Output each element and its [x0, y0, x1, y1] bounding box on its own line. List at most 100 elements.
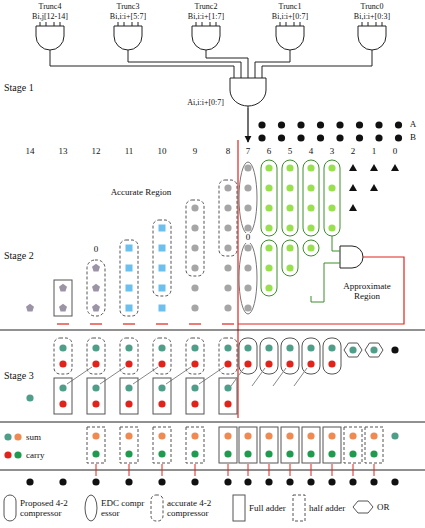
carry-dot [158, 450, 165, 457]
column-number: 10 [158, 147, 167, 157]
gate-input [376, 22, 377, 26]
wire [332, 236, 340, 251]
legend-sample [150, 494, 164, 522]
accurate-compressor-outline [54, 338, 72, 374]
operand-bit [317, 121, 324, 128]
and-gate: Trunc4Bi,j[12-14] [14, 2, 86, 52]
sum-dot [286, 344, 293, 351]
gate-body [230, 78, 266, 106]
bit-dot [265, 284, 272, 291]
sum-dot [244, 432, 251, 439]
carry-link [67, 367, 92, 384]
legend-label: accurate 4-2 compressor [167, 498, 229, 518]
compressor-outline [260, 338, 278, 374]
bit-square [159, 305, 166, 312]
result-bit [158, 478, 165, 485]
bit-dot [307, 184, 314, 191]
compressor-outline [281, 338, 299, 374]
gate-input [138, 22, 139, 26]
bit-square [159, 225, 166, 232]
operand-bit [278, 121, 285, 128]
bit-dot [328, 184, 335, 191]
and-gate-symbol [272, 22, 308, 52]
gate-input [46, 22, 47, 26]
carry-link [123, 323, 135, 324]
sum-dot [26, 394, 33, 401]
bit-dot [307, 164, 314, 171]
carry-link [290, 464, 291, 476]
operand-bit [336, 134, 343, 141]
gate-input [60, 22, 61, 26]
carry-link [252, 368, 265, 386]
gate-input [382, 22, 383, 26]
carry-link [90, 323, 102, 324]
compressor-outline [4, 495, 16, 521]
legend-label: Proposed 4-2 compressor [20, 498, 80, 518]
result-bit [26, 478, 33, 485]
legend-label: EDC compr essor [101, 498, 147, 518]
carry-link [195, 464, 196, 476]
carry-link [162, 464, 163, 476]
sum-dot [244, 344, 251, 351]
bit-dot [265, 204, 272, 211]
gate-body [192, 26, 220, 50]
accurate-compressor-outline [219, 180, 237, 256]
gate-body [36, 26, 64, 50]
carry-dot [191, 450, 198, 457]
gate-output [128, 50, 129, 52]
bit-dot [191, 224, 198, 231]
edc-compressor-outline [239, 242, 257, 314]
carry-dot [328, 360, 335, 367]
accurate-compressor-outline [153, 220, 171, 296]
accurate-compressor-outline [186, 200, 204, 276]
result-bit [244, 478, 251, 485]
sum-dot [4, 433, 11, 440]
legend-sample [3, 449, 23, 461]
sum-dot [307, 344, 314, 351]
carry-dot [191, 400, 198, 407]
carry-link [273, 368, 286, 386]
carry-dot [92, 400, 99, 407]
bit-dot [286, 184, 293, 191]
legend-sample [352, 500, 374, 514]
operand-bit [375, 134, 382, 141]
gate-input [255, 74, 256, 78]
bit-dot [191, 304, 198, 311]
gate-output [206, 50, 207, 52]
carry-link [156, 323, 168, 324]
bit-dot [191, 264, 198, 271]
carry-dot [224, 360, 231, 367]
sum-dot [158, 432, 165, 439]
wire [311, 263, 340, 302]
carry-dot [307, 360, 314, 367]
carry-link [100, 367, 125, 384]
bit-triangle [349, 164, 357, 171]
compressor-outline [282, 240, 298, 276]
bit-dot [244, 164, 251, 171]
bit-pentagon [92, 264, 100, 272]
result-bit [286, 478, 293, 485]
legend-sample [3, 494, 17, 522]
column-number: 13 [59, 147, 68, 157]
signal-name: Trunc3 [117, 2, 140, 12]
compressor-outline [282, 160, 298, 236]
bit-dot [286, 244, 293, 251]
legend-label: half adder [309, 503, 349, 513]
full-adder-outline [239, 427, 257, 463]
carry-dot [14, 451, 21, 458]
compressor-outline [303, 240, 319, 256]
gate-output [50, 50, 51, 52]
carry-dot [244, 360, 251, 367]
sum-dot [370, 432, 377, 439]
carry-dot [125, 360, 132, 367]
sum-dot [14, 433, 21, 440]
sum-dot [391, 432, 398, 439]
column-number: 2 [351, 147, 356, 157]
gate-input [196, 22, 197, 26]
column-number: 7 [246, 147, 251, 157]
bit-dot [224, 264, 231, 271]
region-label: Approximate Region [334, 282, 400, 302]
gate-input [368, 22, 369, 26]
operand-range: Ai,i:i+[0:7] [187, 98, 224, 108]
operand-bit [297, 121, 304, 128]
